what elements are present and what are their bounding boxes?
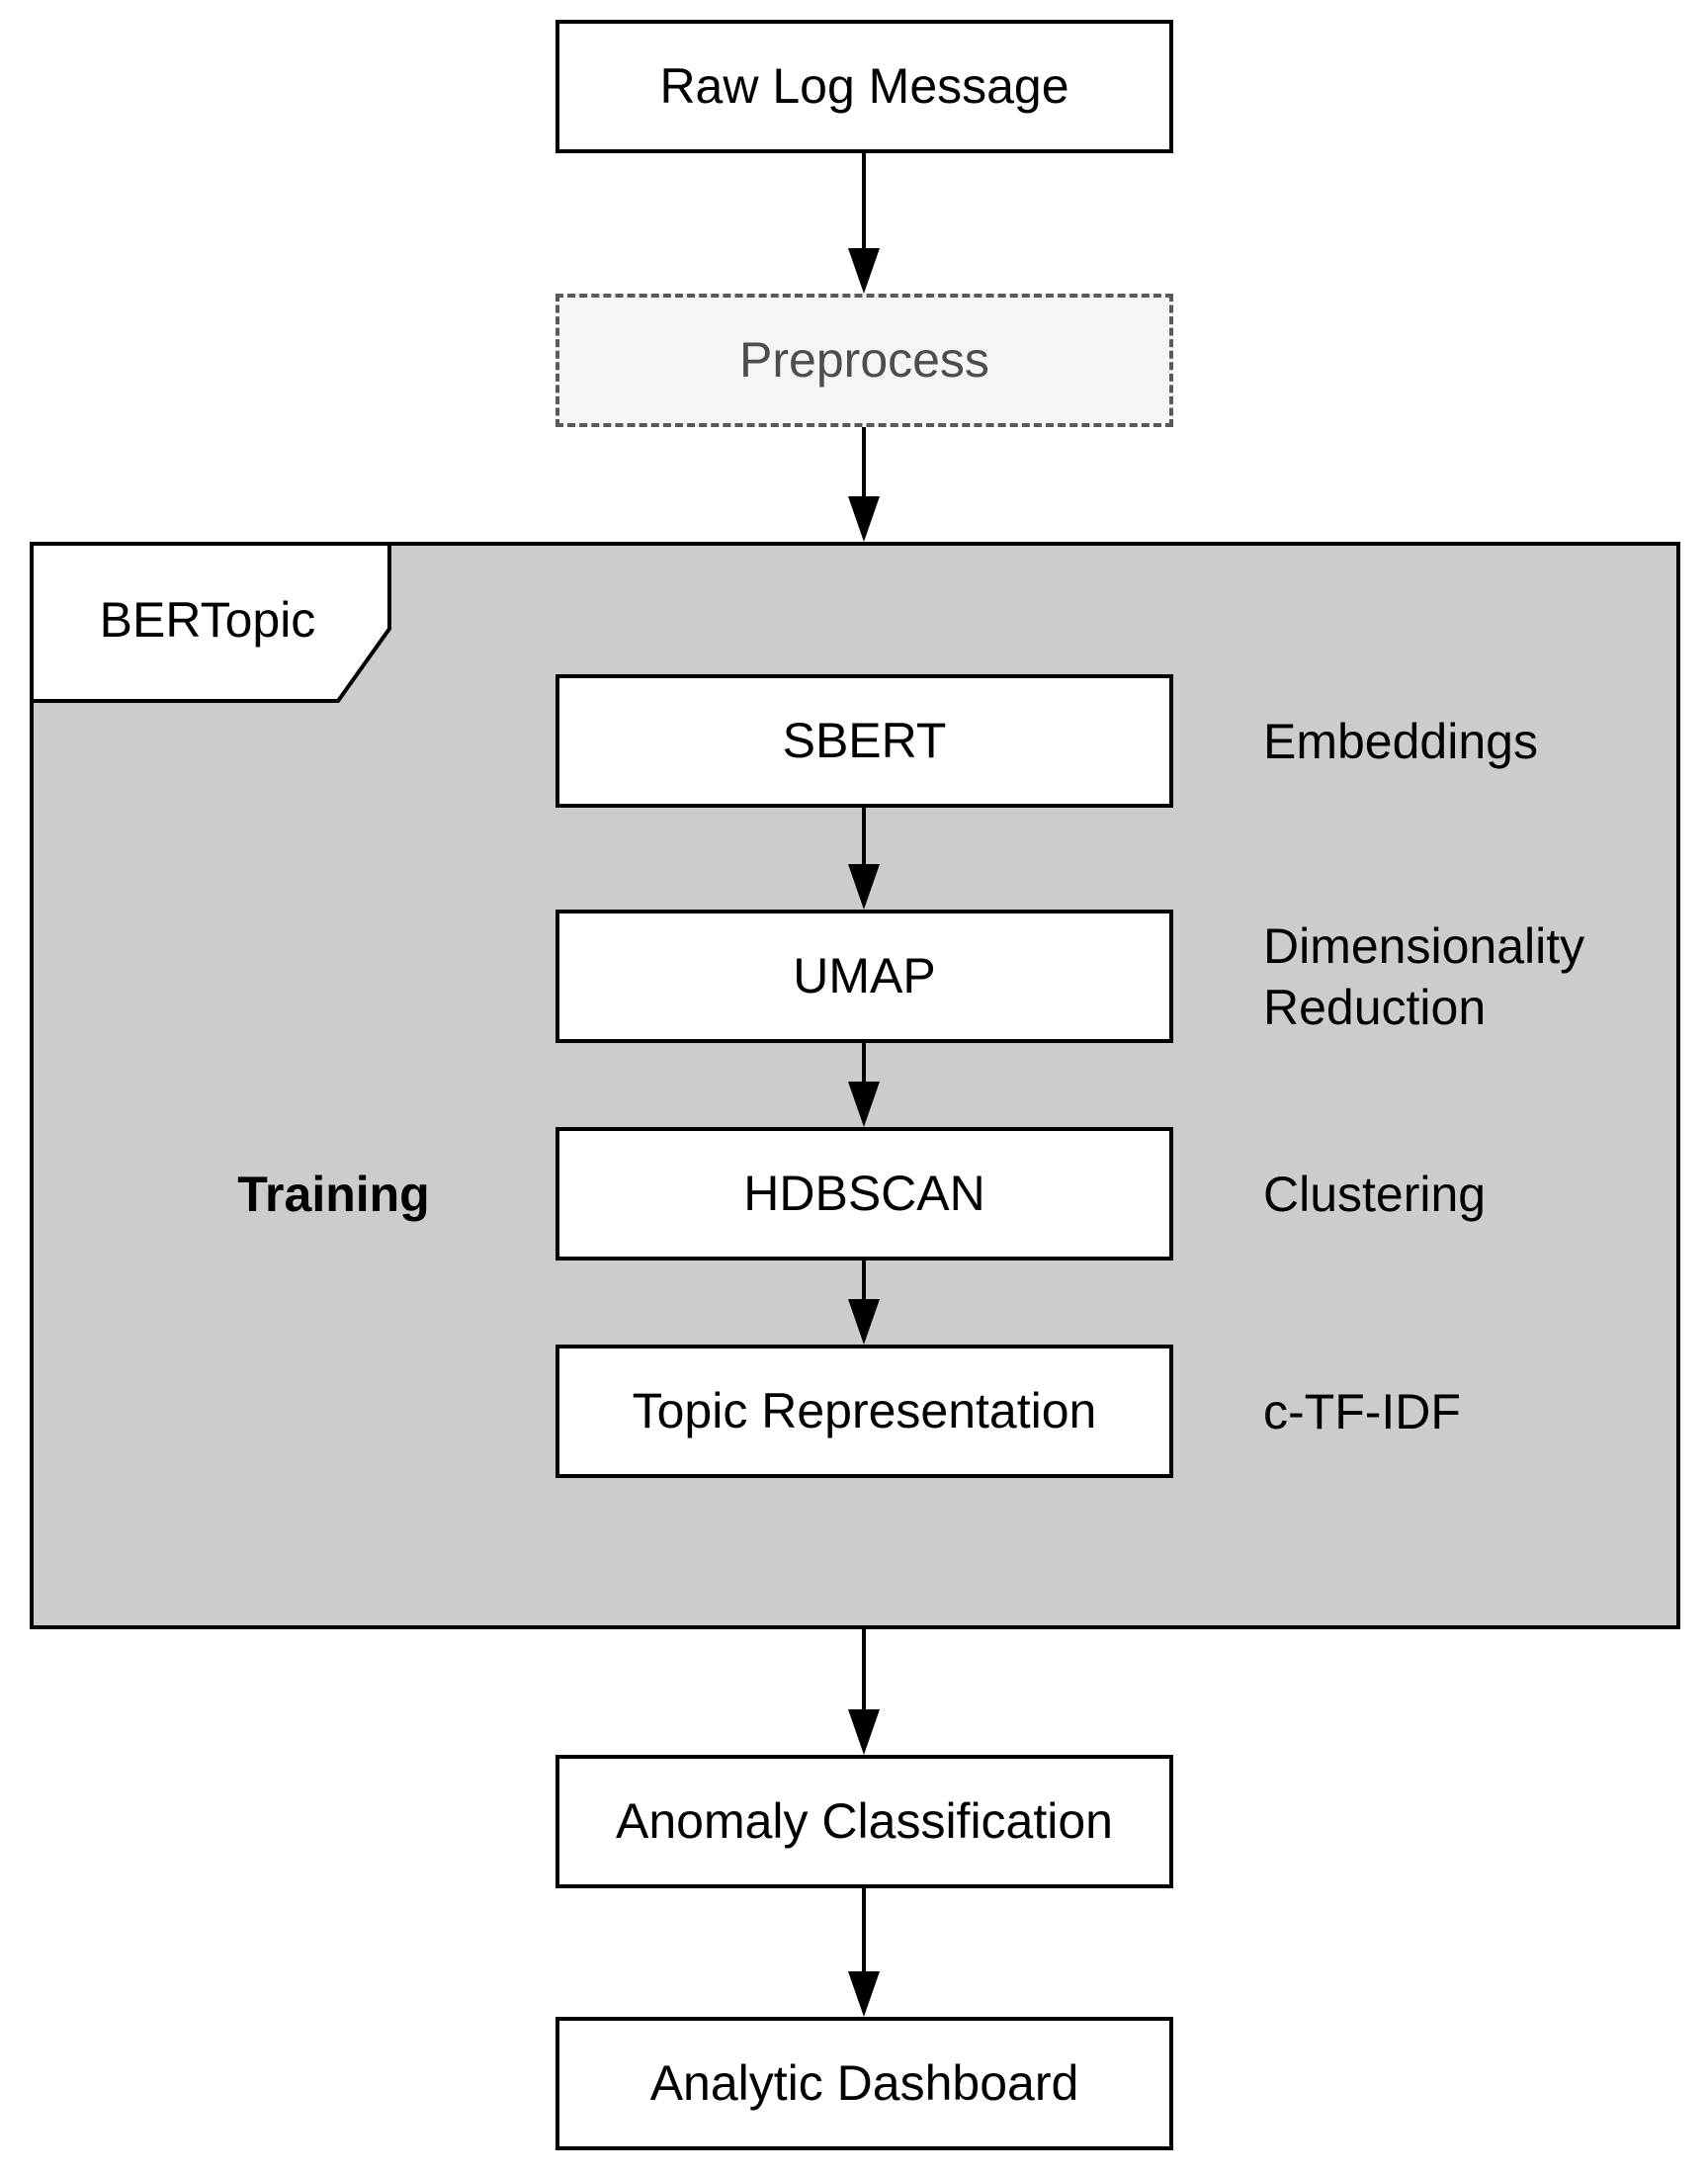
arrow-head [848,1082,880,1127]
arrow-line [862,427,866,500]
arrow-sbert-to-umap [848,808,880,910]
arrow-line [862,153,866,252]
clustering-annotation: Clustering [1263,1167,1487,1222]
arrow-line [862,1043,866,1086]
embeddings-annotation: Embeddings [1263,714,1538,769]
topic-representation-node: Topic Representation [555,1345,1173,1478]
arrow-head [848,1299,880,1345]
preprocess-node: Preprocess [555,294,1173,427]
dimensionality-reduction-annotation: Dimensionality Reduction [1263,918,1585,1035]
arrow-head [848,496,880,542]
arrow-head [848,1971,880,2017]
analytic-dashboard-label: Analytic Dashboard [649,2054,1079,2111]
raw-log-message-label: Raw Log Message [659,57,1069,114]
anomaly-classification-label: Anomaly Classification [616,1792,1113,1849]
bertopic-tab [30,542,391,703]
arrow-line [862,1888,866,1975]
training-label: Training [237,1167,430,1222]
bertopic-tab-shape [30,542,391,703]
arrow-umap-to-hdbscan [848,1043,880,1127]
ctfidf-annotation: c-TF-IDF [1263,1384,1461,1439]
arrow-head [848,248,880,294]
arrow-head [848,1709,880,1755]
arrow-anomaly-to-dashboard [848,1888,880,2017]
arrow-preprocess-to-bertopic [848,427,880,542]
arrow-head [848,864,880,910]
preprocess-label: Preprocess [739,331,989,388]
anomaly-classification-node: Anomaly Classification [555,1755,1173,1888]
arrow-line [862,1261,866,1303]
arrow-line [862,1629,866,1713]
bertopic-tab-label: BERTopic [99,592,316,648]
arrow-hdbscan-to-topic [848,1261,880,1345]
umap-label: UMAP [793,947,936,1003]
sbert-label: SBERT [782,712,947,768]
analytic-dashboard-node: Analytic Dashboard [555,2017,1173,2150]
arrow-raw-to-preprocess [848,153,880,294]
arrow-line [862,808,866,868]
sbert-node: SBERT [555,674,1173,808]
arrow-bertopic-to-anomaly [848,1629,880,1755]
topic-representation-label: Topic Representation [632,1382,1097,1438]
raw-log-message-node: Raw Log Message [555,20,1173,153]
umap-node: UMAP [555,910,1173,1043]
hdbscan-label: HDBSCAN [743,1165,985,1221]
hdbscan-node: HDBSCAN [555,1127,1173,1261]
